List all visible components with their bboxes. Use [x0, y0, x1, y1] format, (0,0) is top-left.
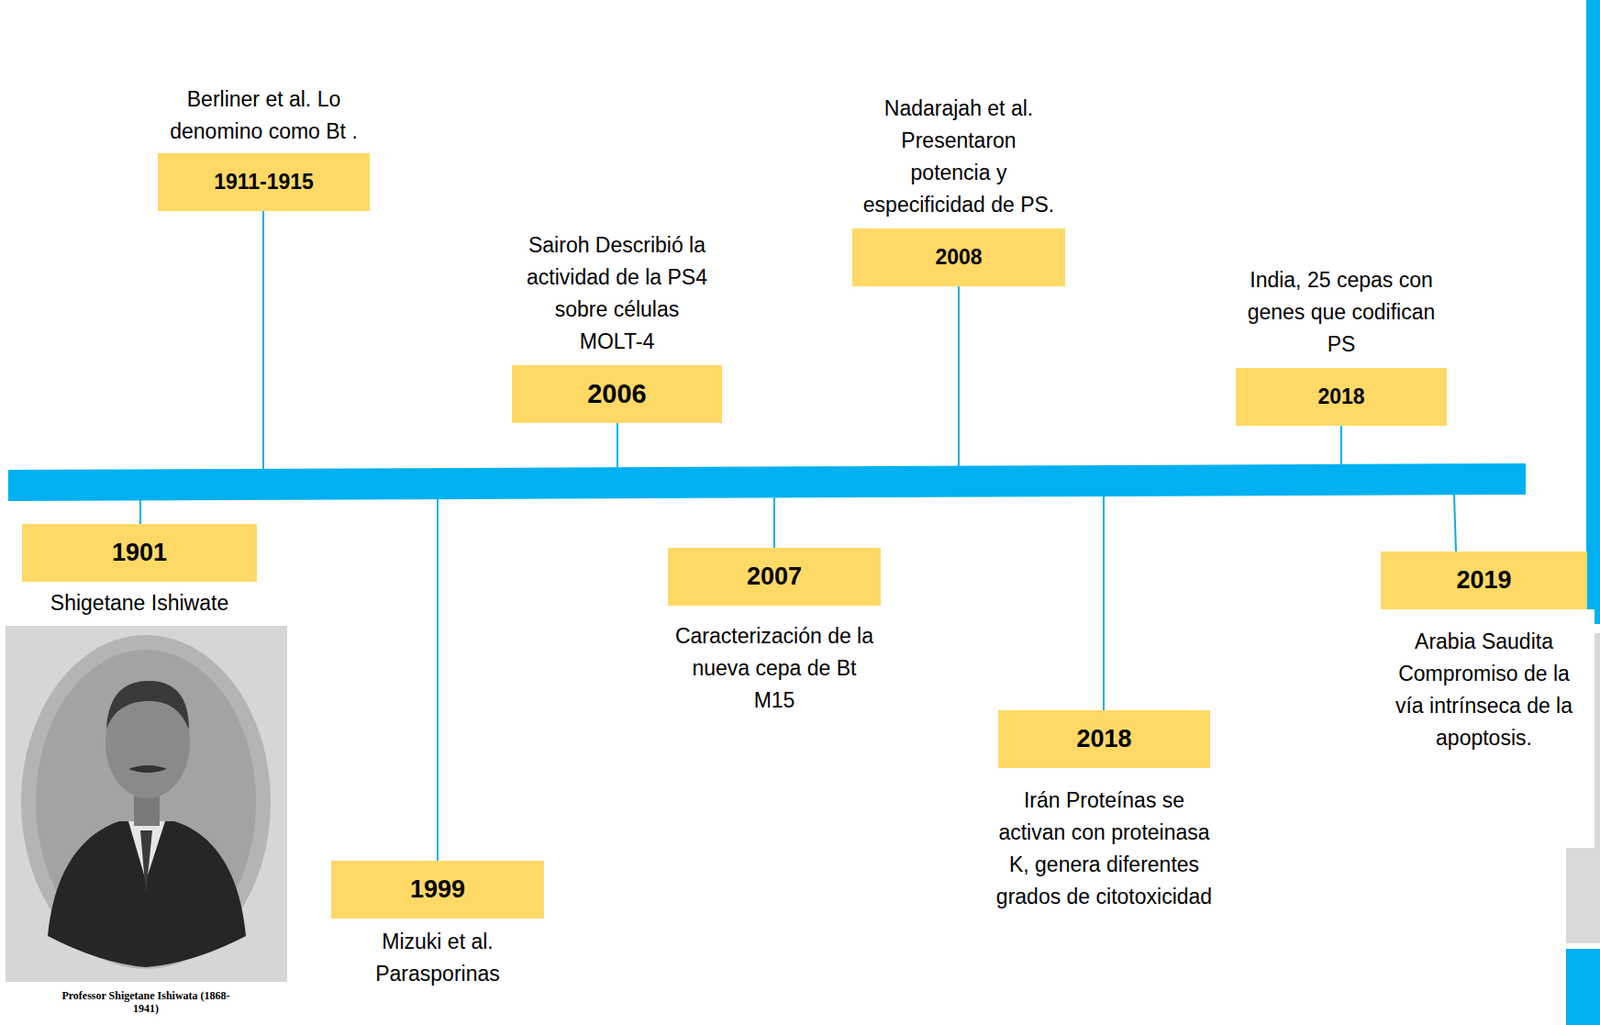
leader-line	[139, 498, 142, 524]
leader-line	[262, 211, 265, 472]
year-box: 1999Mizuki et al. Parasporinas	[331, 860, 545, 919]
year-label: 2018	[1076, 724, 1132, 754]
portrait-ground	[5, 625, 288, 982]
year-box: 1901Shigetane Ishiwate	[22, 523, 257, 582]
portrait-hair	[106, 680, 189, 730]
event-description: Arabia Saudita Compromiso de la vía intr…	[1386, 625, 1583, 755]
portrait-suit	[47, 821, 246, 967]
leader-line	[616, 422, 619, 499]
leader-line	[1102, 495, 1105, 711]
event-description: Sairoh Describió la actividad de la PS4 …	[521, 229, 714, 358]
photo-caption: Professor Shigetane Ishiwata (1868-1941)	[31, 988, 261, 1015]
year-label: 2008	[934, 244, 982, 270]
side-band	[1586, 0, 1600, 624]
portrait-oval	[21, 634, 271, 969]
year-box: 2007Caracterización de la nueva cepa de …	[667, 547, 881, 606]
year-box: 2019Arabia Saudita Compromiso de la vía …	[1380, 551, 1588, 610]
leader-line	[957, 286, 960, 468]
event-description: Berliner et al. Lo denomino como Bt .	[167, 83, 361, 148]
year-label: 1911-1915	[213, 169, 314, 195]
event-description: Nadarajah et al. Presentaron potencia y …	[862, 92, 1056, 222]
portrait-tie	[140, 830, 153, 895]
event-description: Irán Proteínas se activan con proteinasa…	[989, 784, 1220, 913]
text-panel	[1366, 609, 1595, 848]
year-box: 2018Irán Proteínas se activan con protei…	[998, 710, 1211, 768]
year-label: 2007	[746, 562, 802, 591]
event-description: Mizuki et al. Parasporinas	[336, 925, 539, 990]
year-label: 2018	[1317, 384, 1365, 410]
year-box: 2008Nadarajah et al. Presentaron potenci…	[852, 228, 1066, 287]
leader-lines	[140, 211, 1456, 861]
event-description: Caracterización de la nueva cepa de Bt M…	[673, 620, 876, 717]
leader-line	[773, 496, 776, 548]
leader-line	[1340, 425, 1343, 466]
timeline-bar	[8, 463, 1526, 501]
year-box: 1911-1915Berliner et al. Lo denomino com…	[157, 153, 370, 212]
year-label: 1901	[111, 538, 167, 567]
year-box: 2018India, 25 cepas con genes que codifi…	[1235, 367, 1447, 426]
year-label: 2019	[1455, 566, 1512, 595]
portrait	[5, 625, 288, 1021]
event-description: Shigetane Ishiwate	[20, 587, 259, 620]
side-band	[1566, 948, 1600, 1025]
leader-line	[1454, 494, 1456, 552]
year-label: 2006	[587, 378, 647, 410]
year-box: 2006Sairoh Describió la actividad de la …	[511, 365, 723, 423]
leader-line	[436, 498, 439, 861]
portrait-moustache	[128, 765, 167, 773]
event-description: India, 25 cepas con genes que codifican …	[1244, 264, 1438, 361]
portrait-frame	[5, 625, 288, 1021]
year-label: 1999	[410, 875, 466, 904]
